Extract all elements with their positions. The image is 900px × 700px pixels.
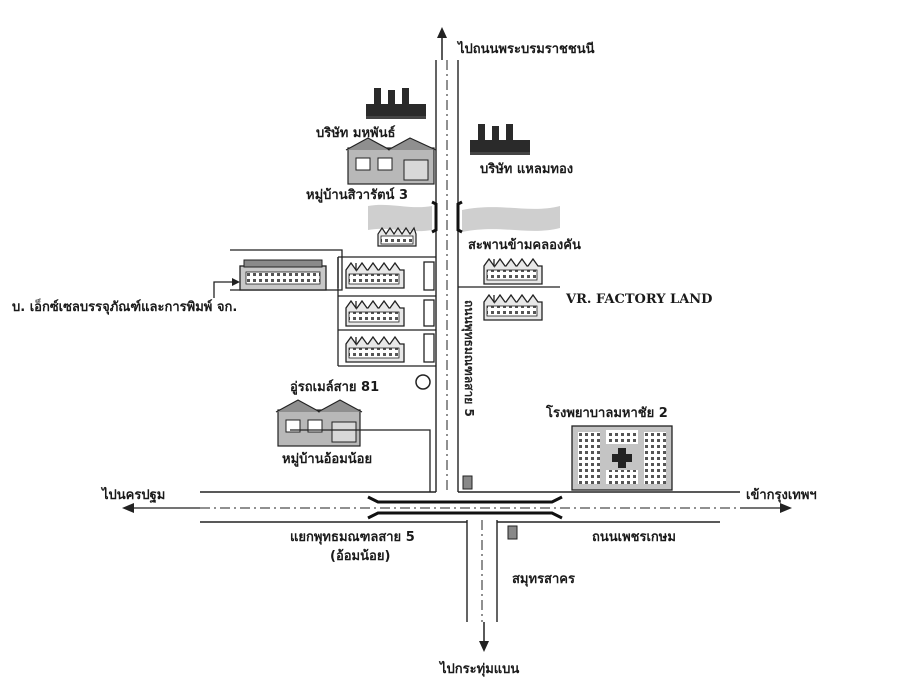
label-laemthong: บริษัท แหลมทอง — [480, 162, 574, 177]
rowhouse-block-3-icon — [345, 336, 405, 363]
label-village-omnoi: หมู่บ้านอ้อมน้อย — [282, 452, 373, 467]
label-vertical-road: ถนนพุทธมณฑลสาย 5 — [462, 300, 476, 417]
main-road-north-south — [435, 60, 498, 622]
petchkasem-road — [140, 491, 770, 523]
label-hospital: โรงพยาบาลมหาชัย 2 — [546, 406, 668, 421]
bridge-icon — [431, 200, 463, 234]
factory-mahaphan-icon — [366, 88, 426, 119]
label-north-road: ไปถนนพระบรมราชชนนี — [458, 42, 595, 57]
label-samutsakhon: สมุทรสาคร — [512, 572, 575, 587]
rowhouse-small-icon — [377, 226, 417, 247]
rowhouse-block-1-icon — [345, 262, 405, 289]
label-junction: แยกพุทธมณฑลสาย 5 — [290, 530, 415, 545]
label-junction-sub: (อ้อมน้อย) — [330, 549, 391, 564]
house-omnoi-icon — [275, 399, 363, 447]
pointer-arrow-icon — [213, 278, 240, 298]
hospital-building-icon — [571, 425, 673, 491]
factory-laemthong-icon — [470, 124, 530, 155]
roadside-marker-icon — [462, 475, 518, 540]
label-east-road: เข้ากรุงเทพฯ — [746, 488, 817, 503]
label-village-siwarat: หมู่บ้านสิวารัตน์ 3 — [306, 188, 408, 203]
arrow-west-icon — [122, 503, 200, 513]
label-bus-garage: อู่รถเมล์สาย 81 — [290, 380, 380, 395]
label-xcel-company: บ. เอ็กซ์เซลบรรจุภัณฑ์และการพิมพ์ จก. — [12, 300, 238, 315]
house-siwarat-icon — [345, 137, 437, 185]
rowhouse-block-5-icon — [483, 294, 543, 321]
label-vr-factory-land: VR. FACTORY LAND — [566, 292, 713, 307]
canal — [368, 204, 560, 232]
arrow-south-icon — [479, 622, 489, 652]
label-petchkasem: ถนนเพชรเกษม — [592, 530, 676, 545]
label-bridge: สะพานข้ามคลองคัน — [468, 238, 581, 253]
label-south-road: ไปกระทุ่มแบน — [440, 662, 520, 677]
arrow-east-icon — [740, 503, 792, 513]
company-xcel-building-icon — [239, 259, 327, 291]
label-mahaphan: บริษัท มหพันธ์ — [316, 126, 396, 141]
bus-garage-marker-icon — [415, 374, 431, 390]
rowhouse-block-4-icon — [483, 258, 543, 285]
rowhouse-block-2-icon — [345, 300, 405, 327]
label-west-road: ไปนครปฐม — [102, 488, 166, 503]
arrow-north-icon — [437, 27, 447, 60]
